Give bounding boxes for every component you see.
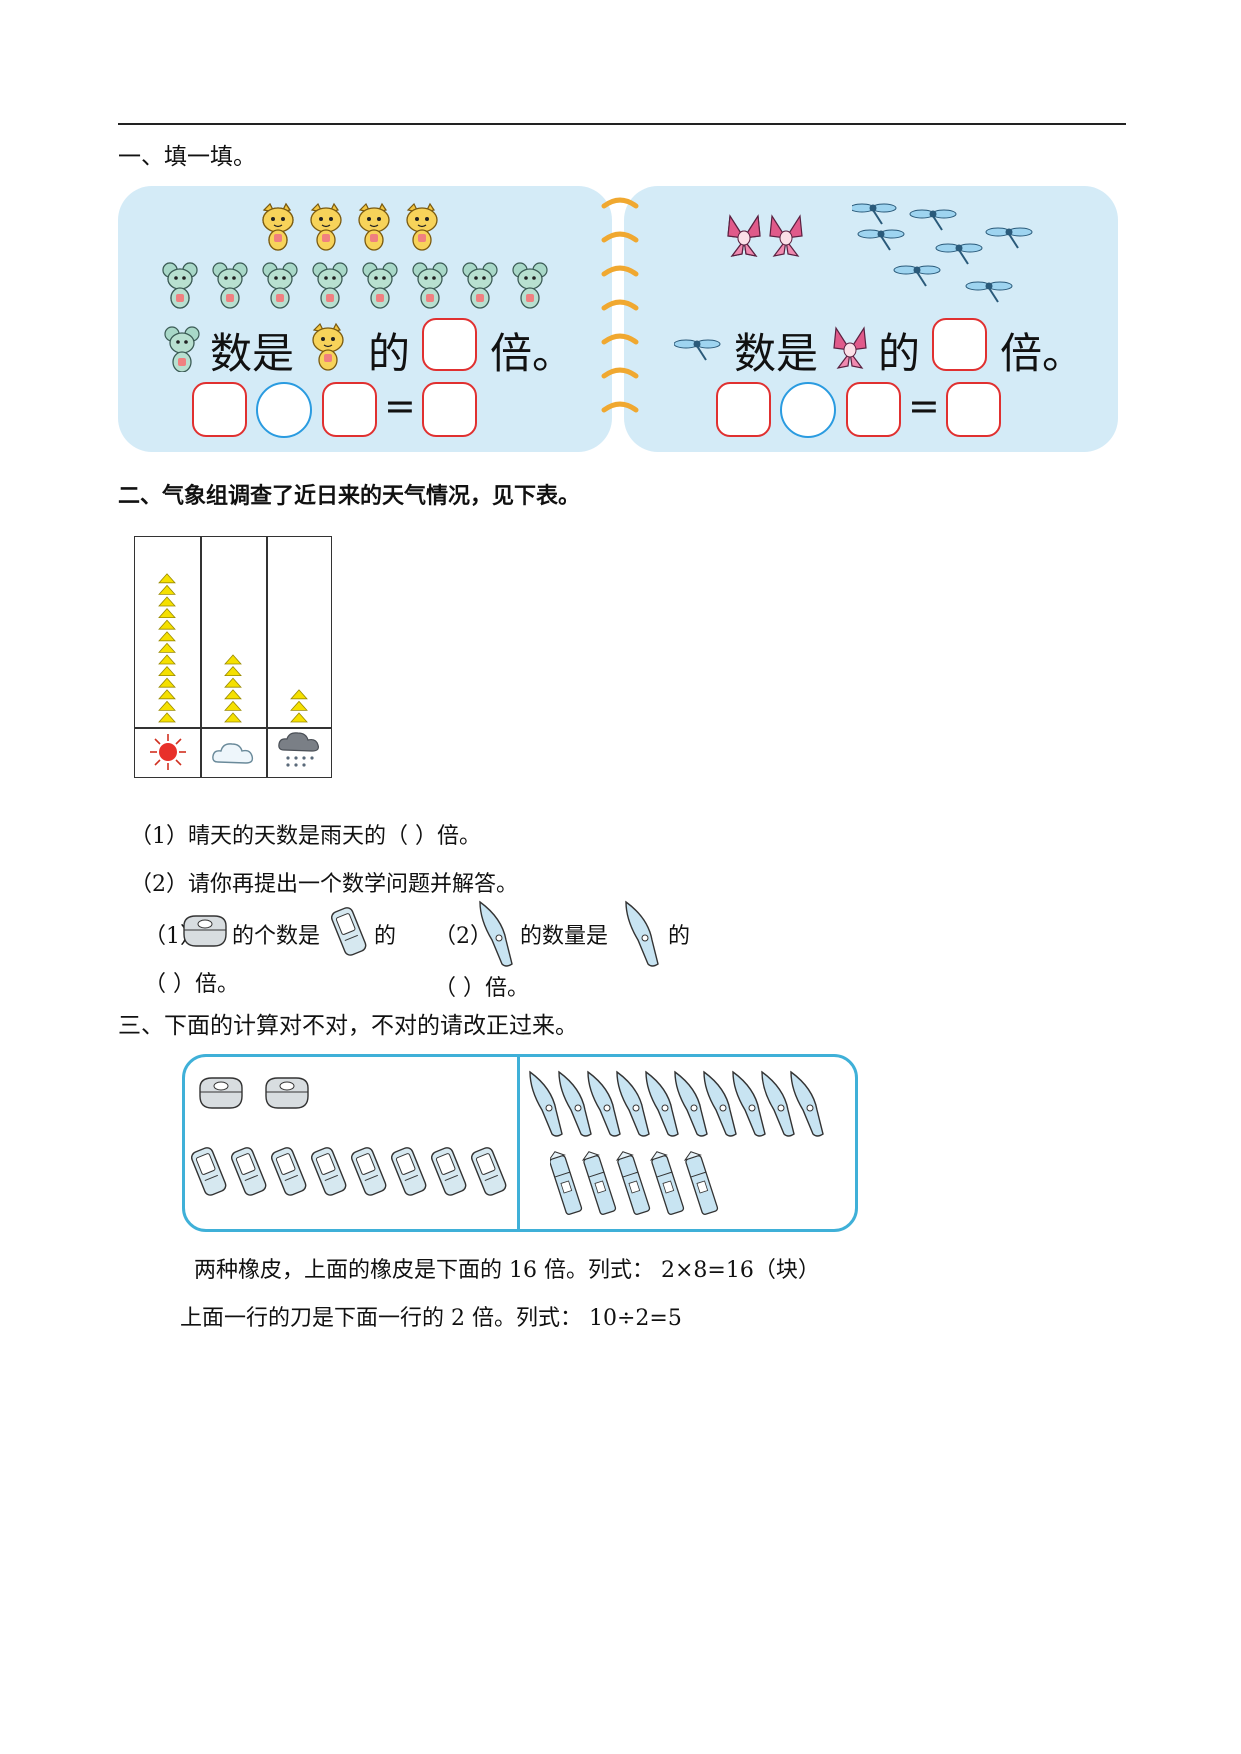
rain-cloud-icon	[278, 732, 319, 767]
tally-triangle	[158, 677, 176, 688]
tally-triangle	[158, 596, 176, 607]
cats-row	[262, 202, 438, 251]
tally-triangle	[158, 700, 176, 711]
tally-triangle	[290, 700, 308, 711]
butterfly-icon	[833, 327, 867, 369]
left-eq-operator-circle[interactable]	[256, 382, 312, 438]
cloud-icon	[212, 743, 254, 764]
picture-divider	[517, 1056, 520, 1230]
tally-triangle	[290, 712, 308, 723]
tally-triangle	[224, 712, 242, 723]
left-eq-box-1[interactable]	[192, 382, 247, 437]
right-answer-box[interactable]	[932, 318, 987, 371]
knife-icon	[479, 900, 513, 967]
tally-triangle	[290, 689, 308, 700]
tally-triangle	[224, 654, 242, 665]
right-eq-equals: =	[908, 384, 940, 428]
left-text-is: 数是	[210, 329, 295, 378]
knives-top-row	[529, 1071, 824, 1137]
weather-question-2: （2）请你再提出一个数学问题并解答。	[130, 872, 518, 897]
section-one-title: 一、填一填。	[118, 144, 256, 170]
left-eq-box-2[interactable]	[322, 382, 377, 437]
tally-triangle	[224, 677, 242, 688]
right-eq-box-2[interactable]	[846, 382, 901, 437]
knife-q2-prefix: （2）	[434, 924, 492, 949]
tally-triangle	[224, 700, 242, 711]
dragonfly-icon	[674, 339, 721, 361]
tally-column-sunny	[158, 573, 176, 723]
tally-column-cloudy	[224, 654, 242, 723]
knife-icon-2	[625, 901, 659, 967]
right-text-is: 数是	[734, 329, 819, 378]
mouse-icon	[164, 326, 200, 372]
left-text-de: 的	[368, 329, 411, 378]
right-text-bei: 倍。	[1000, 329, 1085, 378]
eraser-q1-line2: （ ）倍。	[144, 972, 239, 997]
erasers-bottom-row	[189, 1145, 509, 1198]
tally-triangle	[158, 689, 176, 700]
knife-q2-line2: （ ）倍。	[434, 976, 529, 1001]
cat-icon	[312, 323, 344, 371]
right-eq-box-result[interactable]	[946, 382, 1001, 437]
tally-triangle	[158, 619, 176, 630]
table-row-divider	[134, 727, 332, 729]
weather-question-1: （1）晴天的天数是雨天的（ ）倍。	[130, 824, 481, 849]
tally-triangles	[158, 573, 308, 723]
binder-rings	[601, 197, 639, 413]
butterflies-row	[727, 214, 803, 257]
erasers-top-row	[199, 1077, 309, 1109]
knife-q2-mid: 的数量是	[520, 924, 609, 949]
eraser-q1-mid: 的个数是	[232, 924, 321, 949]
left-eq-equals: =	[384, 384, 416, 428]
tally-triangle	[158, 573, 176, 584]
sun-icon	[150, 734, 186, 770]
weather-tally-table	[134, 536, 332, 778]
tally-triangle	[158, 584, 176, 595]
right-text-de: 的	[878, 329, 921, 378]
calc-line-1: 两种橡皮，上面的橡皮是下面的 16 倍。列式： 2×8=16（块）	[194, 1258, 820, 1283]
tally-column-rainy	[290, 689, 308, 723]
tally-triangle	[158, 712, 176, 723]
table-col-divider	[200, 536, 202, 778]
tally-triangle	[158, 607, 176, 618]
tally-triangle	[224, 689, 242, 700]
eraser-small-icon	[330, 907, 367, 956]
left-text-bei: 倍。	[490, 329, 575, 378]
tally-triangle	[158, 631, 176, 642]
tally-triangle	[158, 642, 176, 653]
section-three-title: 三、下面的计算对不对，不对的请改正过来。	[118, 1013, 578, 1039]
tally-triangle	[158, 665, 176, 677]
eraser-icon	[183, 915, 227, 947]
knife-q2-end: 的	[668, 924, 691, 949]
top-rule	[118, 123, 1126, 125]
left-eq-box-result[interactable]	[422, 382, 477, 437]
right-eq-operator-circle[interactable]	[780, 382, 836, 438]
dragonflies-group	[852, 203, 1033, 303]
left-answer-box[interactable]	[422, 318, 477, 371]
section-two-title: 二、气象组调查了近日来的天气情况，见下表。	[118, 484, 581, 509]
mice-row	[162, 262, 548, 309]
knives-bottom-row	[550, 1150, 719, 1216]
table-col-divider	[266, 536, 268, 778]
eraser-q1-end: 的	[374, 924, 397, 949]
tally-triangle	[158, 654, 176, 665]
calc-line-2: 上面一行的刀是下面一行的 2 倍。列式： 10÷2=5	[180, 1306, 682, 1331]
right-eq-box-1[interactable]	[716, 382, 771, 437]
tally-triangle	[224, 665, 242, 677]
